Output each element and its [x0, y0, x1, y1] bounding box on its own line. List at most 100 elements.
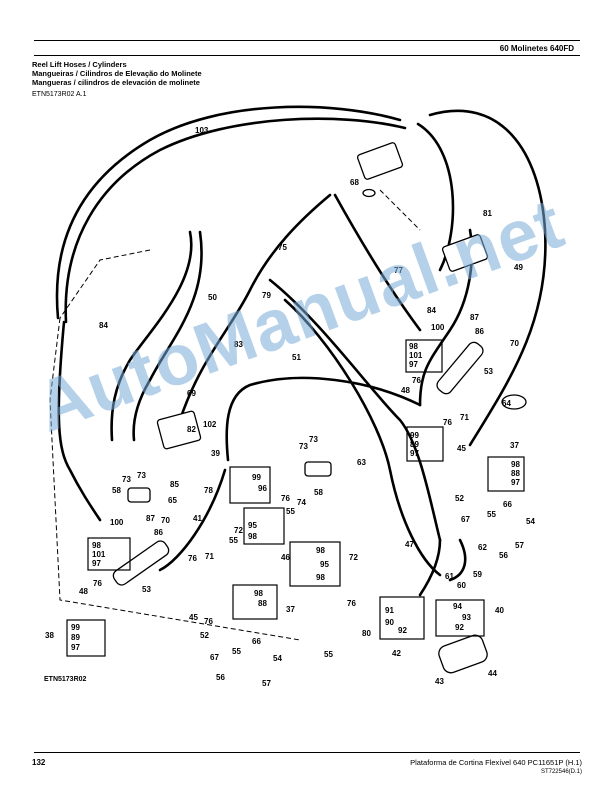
detail-box-98-95-98-mid [289, 541, 341, 587]
callout-98-lower: 98 [92, 541, 101, 550]
header-rule-top [34, 40, 580, 41]
callout-85: 85 [170, 480, 179, 489]
callout-83: 83 [234, 340, 243, 349]
detail-box-99-89-97 [406, 426, 444, 462]
callout-38: 38 [45, 631, 54, 640]
callout-46: 46 [281, 553, 290, 562]
detail-box-98-95-98-left [243, 507, 285, 545]
callout-98-right: 98 [511, 460, 520, 469]
callout-67-lower: 67 [210, 653, 219, 662]
detail-boxes [66, 339, 525, 657]
detail-box-98-101-97-upper [405, 339, 443, 373]
callout-79: 79 [262, 291, 271, 300]
callout-44: 44 [488, 669, 497, 678]
detail-box-98-88-97-right [487, 456, 525, 492]
footer-rule [34, 752, 580, 753]
callout-76-right: 76 [443, 418, 452, 427]
title-line-pt: Mangueiras / Cilindros de Elevação do Mo… [32, 69, 202, 78]
callout-37-lower: 37 [286, 605, 295, 614]
callout-74: 74 [297, 498, 306, 507]
page-title: Reel Lift Hoses / Cylinders Mangueiras /… [32, 60, 202, 87]
callout-57-right: 57 [515, 541, 524, 550]
valve-block-upper [356, 142, 404, 180]
callout-78: 78 [204, 486, 213, 495]
document-id: ST722546(D.1) [540, 769, 582, 775]
callout-52-lower: 52 [200, 631, 209, 640]
callout-76-mid-left: 76 [188, 554, 197, 563]
callout-43: 43 [435, 677, 444, 686]
callout-64: 64 [502, 399, 511, 408]
leader-lines [49, 189, 421, 641]
detail-box-98-88-97-lower [232, 584, 278, 620]
callout-97-lower: 97 [92, 559, 101, 568]
callout-labels: 103 68 81 75 77 49 50 79 84 84 100 87 86… [45, 126, 535, 688]
callout-41: 41 [193, 514, 202, 523]
callout-81: 81 [483, 209, 492, 218]
callout-59: 59 [473, 570, 482, 579]
callout-89-right: 89 [410, 440, 419, 449]
callout-98-lower-mid: 98 [254, 589, 263, 598]
callout-42: 42 [392, 649, 401, 658]
callout-88-lower-mid: 88 [258, 599, 267, 608]
callout-82: 82 [187, 425, 196, 434]
callout-97-right-box: 97 [511, 478, 520, 487]
callout-94: 94 [453, 602, 462, 611]
callout-86-right: 86 [475, 327, 484, 336]
callout-40: 40 [495, 606, 504, 615]
callout-54-right: 54 [526, 517, 535, 526]
callout-55-right: 55 [487, 510, 496, 519]
detail-box-91-90-92 [379, 596, 425, 640]
title-line-en: Reel Lift Hoses / Cylinders [32, 60, 127, 69]
callout-48-right: 48 [401, 386, 410, 395]
callout-87-left: 87 [146, 514, 155, 523]
callout-99-right: 99 [410, 431, 419, 440]
callout-93: 93 [462, 613, 471, 622]
callout-73-mid-a: 73 [299, 442, 308, 451]
callout-53-right: 53 [484, 367, 493, 376]
header-rule-bottom [34, 55, 580, 56]
callout-66-lower: 66 [252, 637, 261, 646]
callout-51: 51 [292, 353, 301, 362]
callout-58-mid: 58 [314, 488, 323, 497]
callout-70-left: 70 [161, 516, 170, 525]
components [112, 142, 527, 674]
callout-45-right: 45 [457, 444, 466, 453]
callout-70-right: 70 [510, 339, 519, 348]
callout-39: 39 [211, 449, 220, 458]
callout-88-right: 88 [511, 469, 520, 478]
callout-101-lower: 101 [92, 550, 106, 559]
callout-73-mid-b: 73 [309, 435, 318, 444]
callout-52-right: 52 [455, 494, 464, 503]
callout-67-right: 67 [461, 515, 470, 524]
callout-54-lower: 54 [273, 654, 282, 663]
callout-98-left-b: 98 [248, 532, 257, 541]
callout-99-mid: 99 [252, 473, 261, 482]
callout-62: 62 [478, 543, 487, 552]
callout-101-upper: 101 [409, 351, 423, 360]
callout-55-mid: 55 [286, 507, 295, 516]
callout-49: 49 [514, 263, 523, 272]
callout-76-right-upper: 76 [412, 376, 421, 385]
callout-68: 68 [350, 178, 359, 187]
callout-89-lower: 89 [71, 633, 80, 642]
callout-76-left: 76 [93, 579, 102, 588]
detail-box-94-93-92 [435, 599, 485, 637]
callout-75: 75 [278, 243, 287, 252]
clamp-block-left [127, 487, 151, 503]
callout-55-bottom: 55 [324, 650, 333, 659]
callout-84-right: 84 [427, 306, 436, 315]
callout-63: 63 [357, 458, 366, 467]
detail-box-99-96 [229, 466, 271, 504]
callout-37-right: 37 [510, 441, 519, 450]
callout-87-right: 87 [470, 313, 479, 322]
callout-48-left: 48 [79, 587, 88, 596]
callout-53-left: 53 [142, 585, 151, 594]
callout-61: 61 [445, 572, 454, 581]
callout-71-right: 71 [460, 413, 469, 422]
callout-92-right: 92 [455, 623, 464, 632]
callout-73-left-b: 73 [137, 471, 146, 480]
callout-84-left: 84 [99, 321, 108, 330]
callout-50: 50 [208, 293, 217, 302]
callout-65: 65 [168, 496, 177, 505]
callout-100-right: 100 [431, 323, 445, 332]
